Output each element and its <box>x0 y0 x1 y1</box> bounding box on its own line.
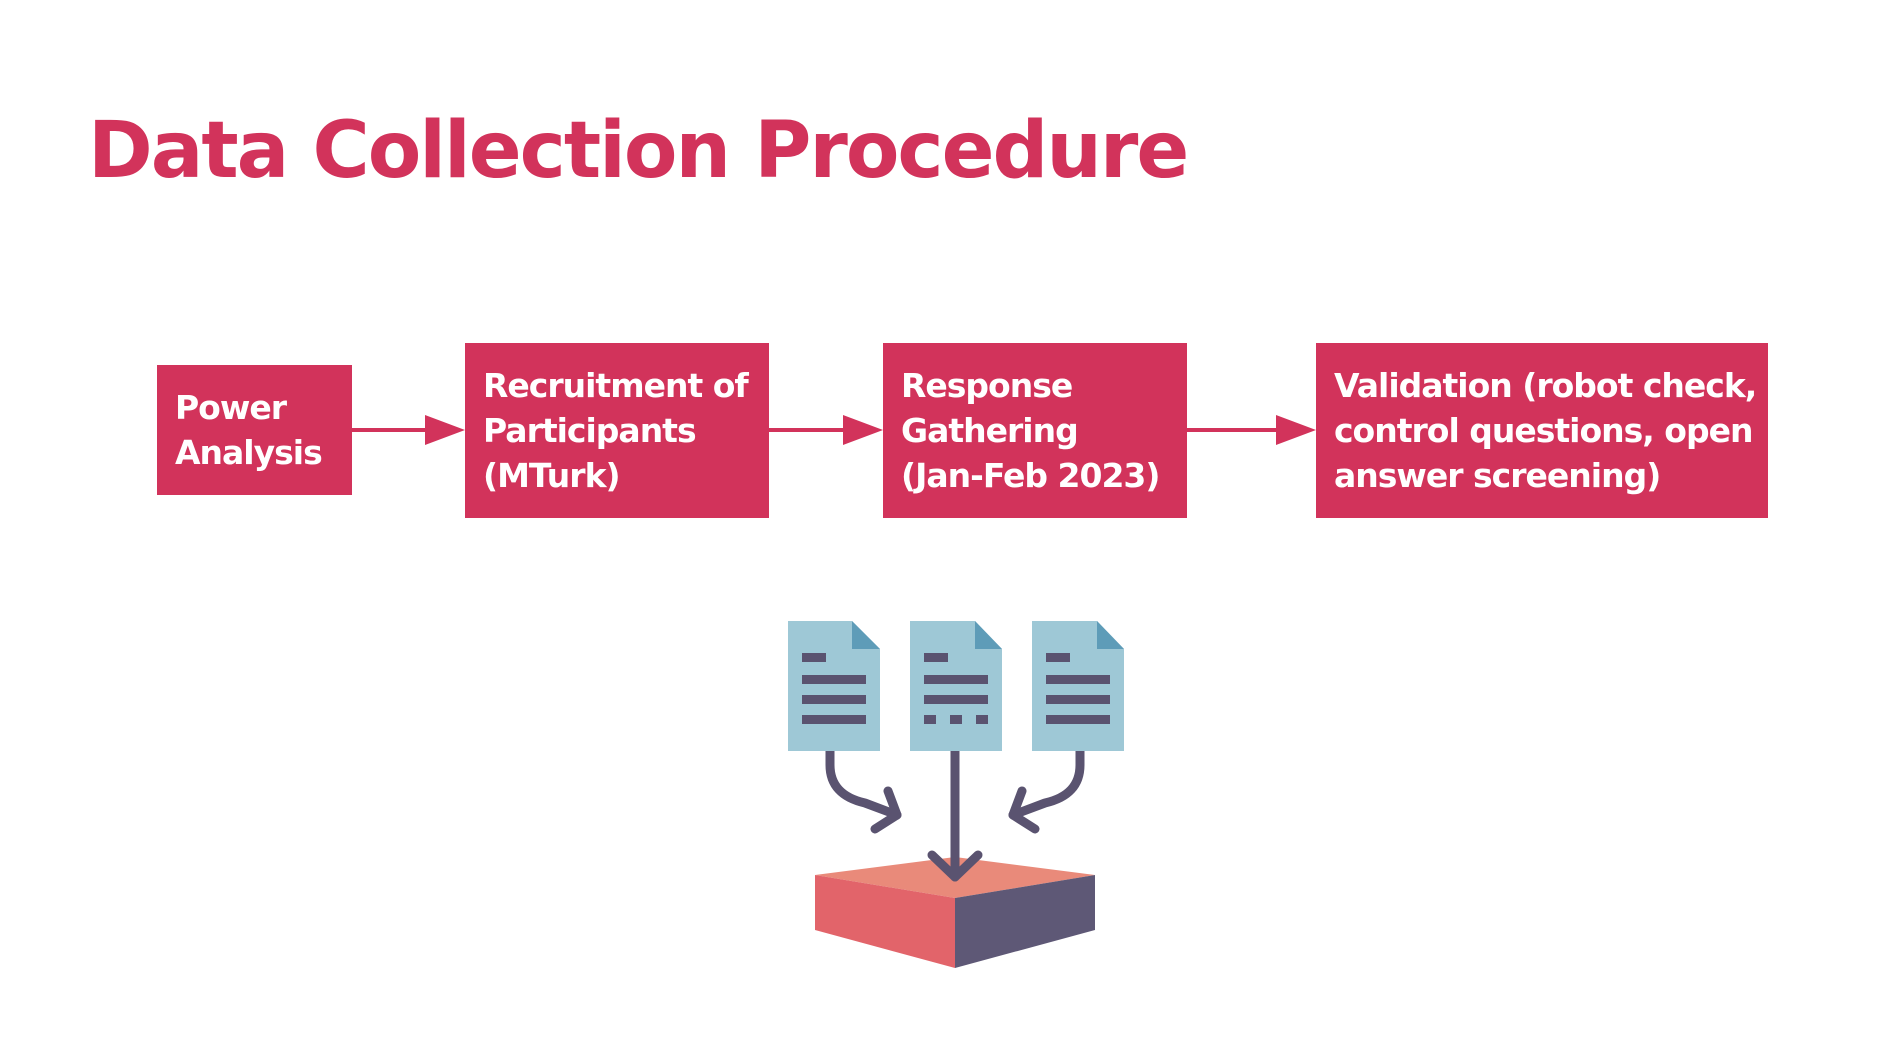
step-response-gathering: Response Gathering (Jan-Feb 2023) <box>883 343 1187 518</box>
flow-arrow-2 <box>769 415 883 445</box>
step-recruitment: Recruitment of Participants (MTurk) <box>465 343 769 518</box>
step-label-line: Analysis <box>175 433 323 472</box>
step-label-line: (MTurk) <box>483 456 621 495</box>
step-label-line: Participants <box>483 411 697 450</box>
step-label-line: Gathering <box>901 411 1079 450</box>
step-label-line: answer screening) <box>1334 456 1661 495</box>
step-label-line: Power <box>175 388 287 427</box>
flow-arrow-1 <box>352 415 465 445</box>
step-power-analysis: Power Analysis <box>157 365 352 495</box>
merge-arrows <box>825 746 1085 882</box>
step-label-line: Validation (robot check, <box>1334 366 1757 405</box>
document-icon <box>1032 621 1124 751</box>
step-label-line: Recruitment of <box>483 366 749 405</box>
flow-arrow-3 <box>1187 415 1316 445</box>
document-icon <box>910 621 1002 751</box>
step-label-line: Response <box>901 366 1073 405</box>
slide-title: Data Collection Procedure <box>88 106 1189 196</box>
step-validation: Validation (robot check, control questio… <box>1316 343 1768 518</box>
step-label-line: (Jan-Feb 2023) <box>901 456 1160 495</box>
document-icon <box>788 621 880 751</box>
documents-merge-icon <box>788 621 1124 968</box>
step-label-line: control questions, open <box>1334 411 1753 450</box>
